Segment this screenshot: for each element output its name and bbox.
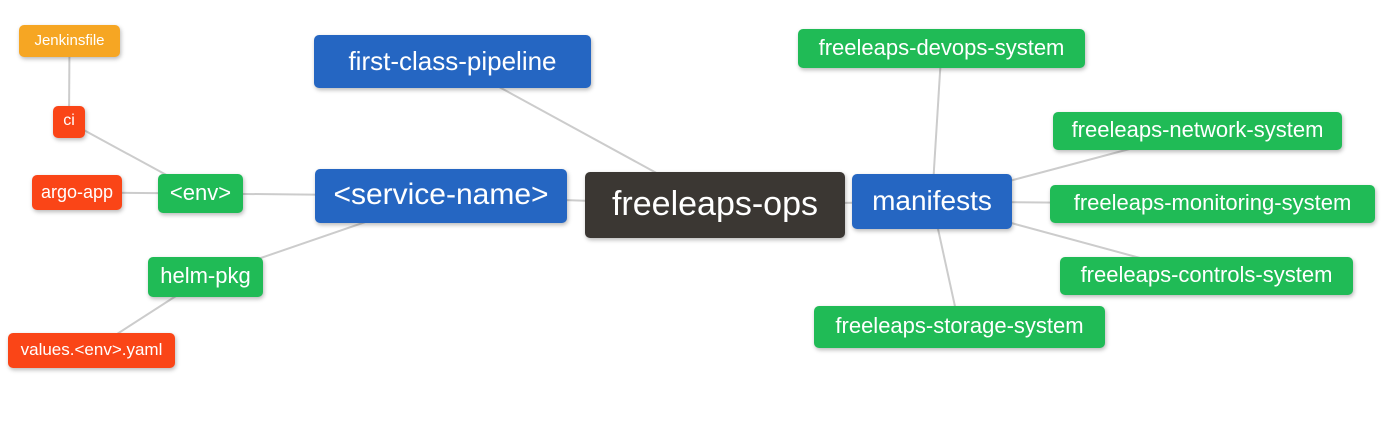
- node-first-class-pipeline[interactable]: first-class-pipeline: [314, 35, 591, 88]
- node-label: freeleaps-devops-system: [818, 34, 1065, 60]
- node-service-name[interactable]: <service-name>: [315, 169, 567, 223]
- node-label: first-class-pipeline: [348, 45, 557, 76]
- node-label: values.<env>.yaml: [20, 340, 163, 359]
- node-freeleaps-monitoring-system[interactable]: freeleaps-monitoring-system: [1050, 185, 1375, 223]
- node-freeleaps-devops-system[interactable]: freeleaps-devops-system: [798, 29, 1085, 68]
- node-label: argo-app: [40, 181, 114, 202]
- node-label: ci: [63, 112, 75, 129]
- node-freeleaps-network-system[interactable]: freeleaps-network-system: [1053, 112, 1342, 150]
- node-label: helm-pkg: [160, 263, 251, 288]
- node-helm-pkg[interactable]: helm-pkg: [148, 257, 263, 297]
- node-freeleaps-storage-system[interactable]: freeleaps-storage-system: [814, 306, 1105, 348]
- node-label: freeleaps-storage-system: [835, 313, 1084, 338]
- node-ci[interactable]: ci: [53, 106, 85, 138]
- node-label: <service-name>: [333, 178, 549, 211]
- node-label: freeleaps-controls-system: [1080, 262, 1333, 287]
- node-jenkinsfile[interactable]: Jenkinsfile: [19, 25, 120, 57]
- node-freeleaps-controls-system[interactable]: freeleaps-controls-system: [1060, 257, 1353, 295]
- node-values-env-yaml[interactable]: values.<env>.yaml: [8, 333, 175, 368]
- node-env[interactable]: <env>: [158, 174, 243, 213]
- node-label: freeleaps-ops: [611, 185, 818, 223]
- node-label: manifests: [872, 184, 992, 216]
- node-argo-app[interactable]: argo-app: [32, 175, 122, 210]
- node-manifests[interactable]: manifests: [852, 174, 1012, 229]
- node-label: Jenkinsfile: [34, 31, 105, 49]
- node-label: <env>: [169, 179, 232, 205]
- node-label: freeleaps-monitoring-system: [1073, 190, 1352, 215]
- node-label: freeleaps-network-system: [1071, 117, 1324, 142]
- node-freeleaps-ops[interactable]: freeleaps-ops: [585, 172, 845, 238]
